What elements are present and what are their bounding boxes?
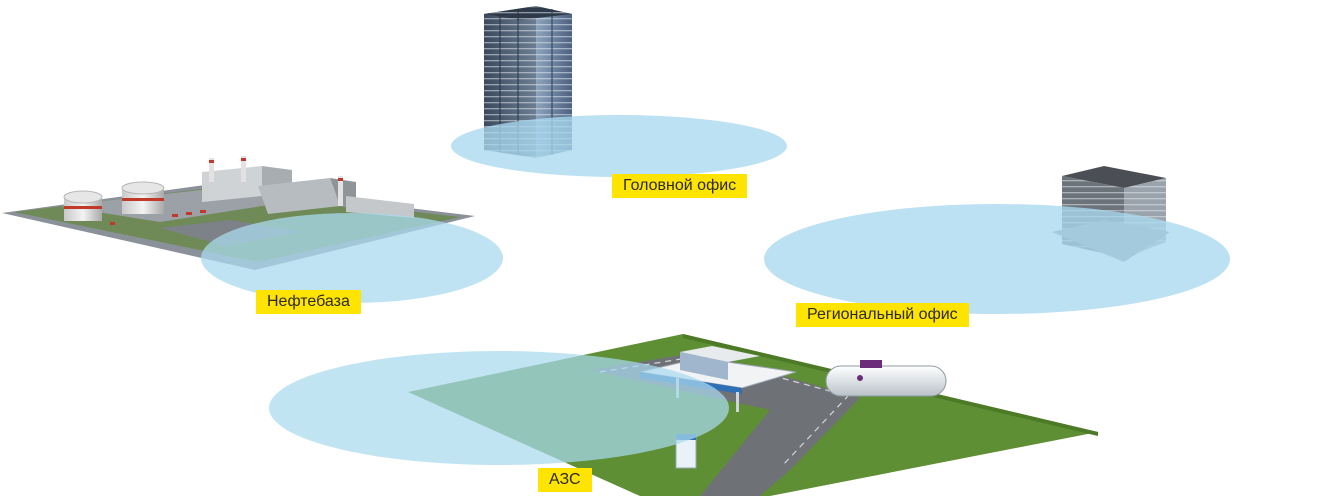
regional-office-zone [764, 204, 1230, 314]
oil-depot-label: Нефтебаза [256, 290, 361, 314]
gas-station-zone [269, 351, 729, 465]
head-office-label: Головной офис [612, 174, 748, 198]
head-office-zone [451, 115, 787, 177]
oil-depot-zone [201, 213, 503, 303]
gas-station-label: АЗС [538, 468, 592, 492]
regional-office-label: Региональный офис [796, 303, 969, 327]
oil-depot-icon [2, 156, 475, 270]
